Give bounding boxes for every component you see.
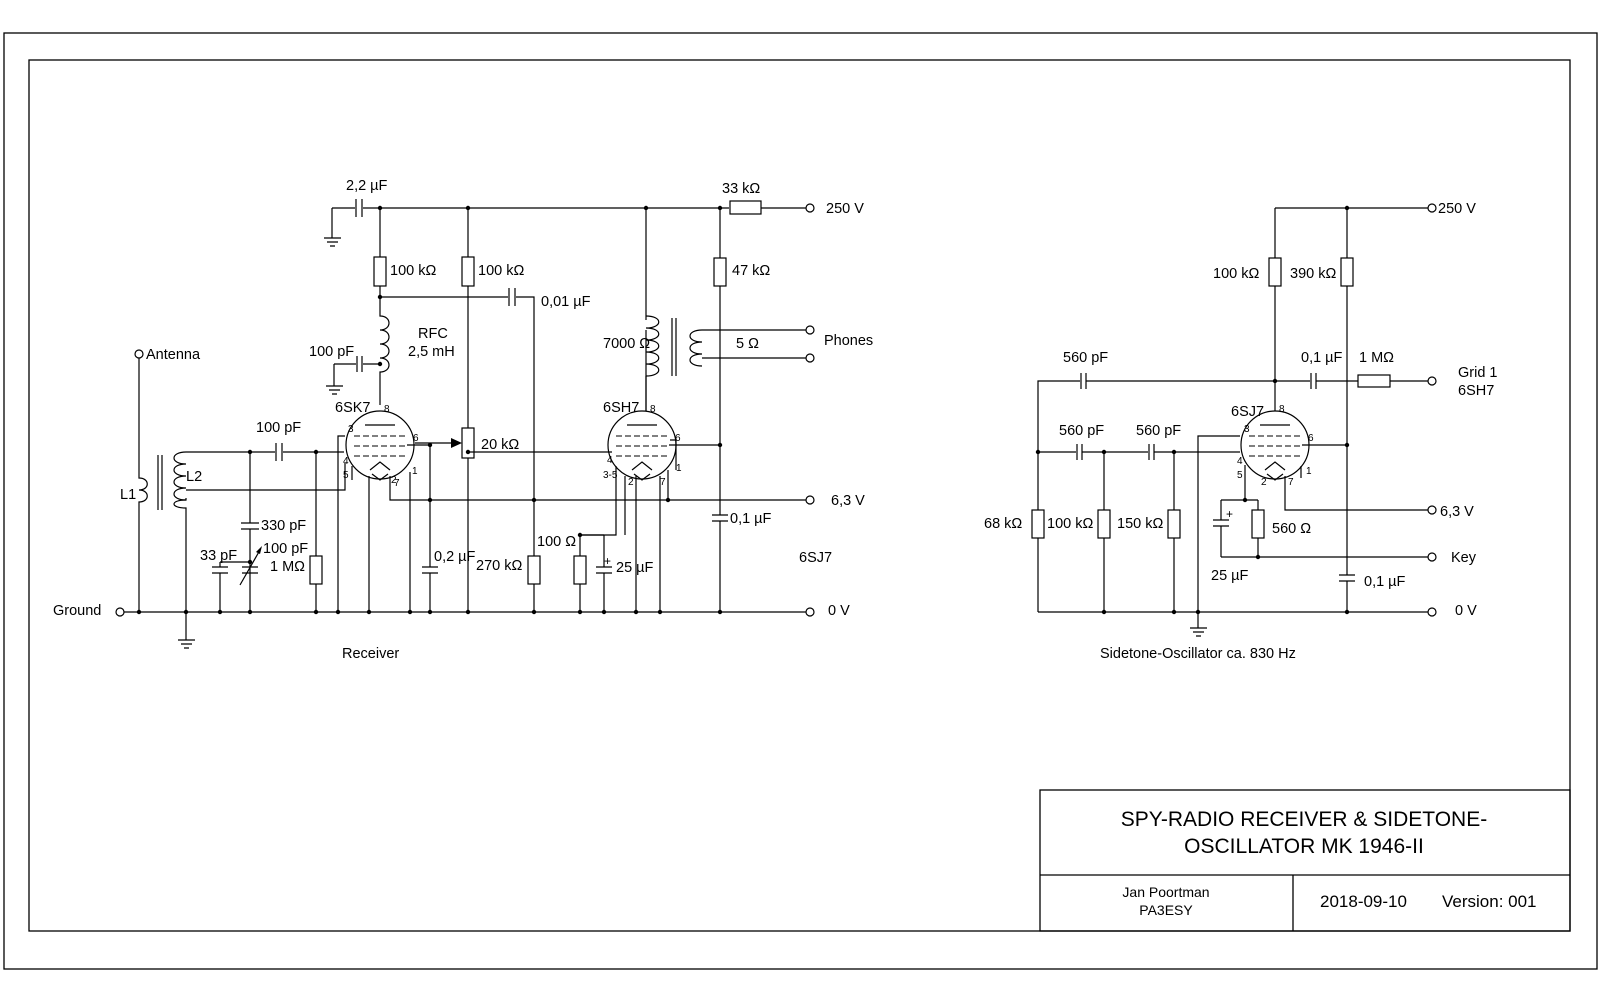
r-20k-label: 20 kΩ <box>481 437 519 453</box>
svg-text:2: 2 <box>1261 477 1267 488</box>
phones-label: Phones <box>824 333 873 349</box>
svg-text:5: 5 <box>343 470 349 481</box>
outer-frame <box>3 32 1598 970</box>
r-100k-oscillator-label: 100 kΩ <box>1213 266 1259 282</box>
receiver-caption: Receiver <box>342 646 399 662</box>
v0-oscillator-label: 0 V <box>1455 603 1477 619</box>
title-block <box>1039 789 1571 932</box>
c-02uf-label: 0,2 µF <box>434 549 476 565</box>
tube-6sh7-label: 6SH7 <box>603 400 639 416</box>
c-100pf-a-label: 100 pF <box>309 344 354 360</box>
r-100k-a-label: 100 kΩ <box>390 263 436 279</box>
svg-text:4: 4 <box>343 456 349 467</box>
title-line-2: OSCILLATOR MK 1946-II <box>1184 835 1424 858</box>
v250-oscillator-label: 250 V <box>1438 201 1476 217</box>
v63-receiver-label: 6,3 V <box>831 493 865 509</box>
svg-text:1: 1 <box>412 466 418 477</box>
r-68k-label: 68 kΩ <box>984 516 1022 532</box>
inner-frame <box>28 59 1571 932</box>
transformer-7000-label: 7000 Ω <box>603 336 650 352</box>
c-560pf-a-label: 560 pF <box>1063 350 1108 366</box>
c-560pf-c-label: 560 pF <box>1136 423 1181 439</box>
svg-text:6: 6 <box>413 433 419 444</box>
svg-text:2: 2 <box>628 477 634 488</box>
c-25uf-receiver-label: 25 µF <box>616 560 654 576</box>
c-01uf-oscillator2-label: 0,1 µF <box>1364 574 1406 590</box>
r-390k-label: 390 kΩ <box>1290 266 1336 282</box>
svg-text:6: 6 <box>675 433 681 444</box>
v250-receiver-label: 250 V <box>826 201 864 217</box>
transformer-5-label: 5 Ω <box>736 336 759 352</box>
r-150k-label: 150 kΩ <box>1117 516 1163 532</box>
ground-label: Ground <box>53 603 101 619</box>
c-100pf-var-label: 100 pF <box>263 541 308 557</box>
l2-label: L2 <box>186 469 202 485</box>
rfc-value-label: 2,5 mH <box>408 344 455 360</box>
c-01uf-oscillator-label: 0,1 µF <box>1301 350 1343 366</box>
c-33pf-label: 33 pF <box>200 548 237 564</box>
tube-6sj7-note-label: 6SJ7 <box>799 550 832 566</box>
r-1m-oscillator-label: 1 MΩ <box>1359 350 1394 366</box>
grid1-tube-label: 6SH7 <box>1458 383 1494 399</box>
svg-text:2: 2 <box>391 475 397 486</box>
c-560pf-b-label: 560 pF <box>1059 423 1104 439</box>
author-label: Jan Poortman <box>1122 884 1209 900</box>
r-1m-receiver-label: 1 MΩ <box>270 559 305 575</box>
r-100-label: 100 Ω <box>537 534 576 550</box>
svg-text:4: 4 <box>1237 456 1243 467</box>
r-560-label: 560 Ω <box>1272 521 1311 537</box>
r-100k-oscillator2-label: 100 kΩ <box>1047 516 1093 532</box>
svg-text:+: + <box>1226 507 1233 521</box>
svg-text:3-5: 3-5 <box>603 470 618 481</box>
tube-6sj7-label: 6SJ7 <box>1231 404 1264 420</box>
svg-text:3: 3 <box>348 424 354 435</box>
c-100pf-b-label: 100 pF <box>256 420 301 436</box>
svg-text:7: 7 <box>394 478 400 489</box>
svg-text:3: 3 <box>1244 424 1250 435</box>
version-label: Version: 001 <box>1442 892 1537 911</box>
oscillator-circuit: 3 8 6 4 5 2 7 1 <box>1031 203 1437 637</box>
antenna-label: Antenna <box>146 347 201 363</box>
v0-receiver-label: 0 V <box>828 603 850 619</box>
svg-text:+: + <box>604 554 611 568</box>
svg-text:1: 1 <box>676 463 682 474</box>
svg-text:7: 7 <box>660 477 666 488</box>
svg-text:7: 7 <box>1288 477 1294 488</box>
r-33k-label: 33 kΩ <box>722 181 760 197</box>
v63-oscillator-label: 6,3 V <box>1440 504 1474 520</box>
rfc-label: RFC <box>418 326 448 342</box>
c-2-2uf-label: 2,2 µF <box>346 178 388 194</box>
receiver-circuit: 8 3 6 4 5 2 1 7 8 6 4 3-5 2 7 1 <box>115 199 815 649</box>
r-100k-b-label: 100 kΩ <box>478 263 524 279</box>
key-label: Key <box>1451 550 1477 566</box>
svg-text:5: 5 <box>1237 470 1243 481</box>
r-270k-label: 270 kΩ <box>476 558 522 574</box>
c-25uf-oscillator-label: 25 µF <box>1211 568 1249 584</box>
svg-text:8: 8 <box>650 404 656 415</box>
c-01uf-receiver-label: 0,1 µF <box>730 511 772 527</box>
r-47k-label: 47 kΩ <box>732 263 770 279</box>
svg-text:1: 1 <box>1306 466 1312 477</box>
l1-label: L1 <box>120 487 136 503</box>
oscillator-caption: Sidetone-Oscillator ca. 830 Hz <box>1100 646 1296 662</box>
svg-text:6: 6 <box>1308 433 1314 444</box>
c-001uf-label: 0,01 µF <box>541 294 591 310</box>
grid1-label: Grid 1 <box>1458 365 1498 381</box>
tube-6sk7-label: 6SK7 <box>335 400 370 416</box>
svg-text:4: 4 <box>607 455 613 466</box>
title-line-1: SPY-RADIO RECEIVER & SIDETONE- <box>1121 808 1487 831</box>
date-label: 2018-09-10 <box>1320 892 1407 911</box>
svg-text:8: 8 <box>1279 404 1285 415</box>
svg-text:8: 8 <box>384 404 390 415</box>
c-330pf-label: 330 pF <box>261 518 306 534</box>
callsign-label: PA3ESY <box>1139 902 1193 918</box>
